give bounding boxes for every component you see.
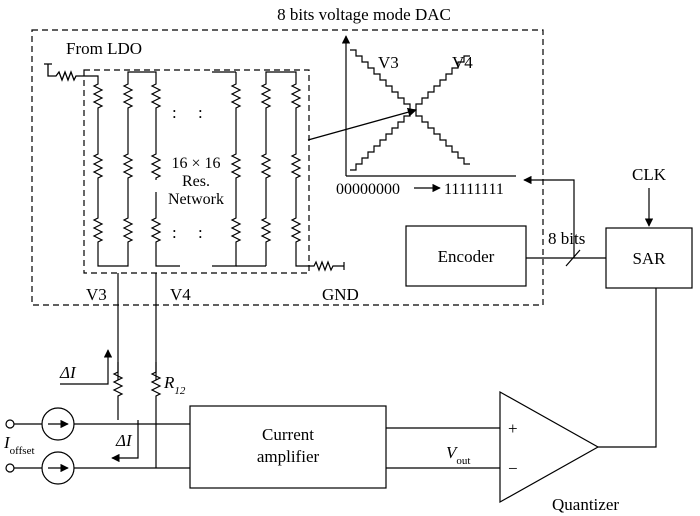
v3-tap-label: V3: [86, 285, 107, 304]
current-amplifier-block: [189, 405, 387, 489]
sar-to-dac-bus: [523, 175, 575, 258]
delta-i-top-label: ΔI: [59, 363, 77, 382]
gnd-label: GND: [322, 285, 359, 304]
resistor-array: [84, 71, 310, 267]
code-start-label: 00000000: [336, 181, 400, 198]
quantizer-triangle: [499, 390, 600, 504]
code-end-label: 11111111: [444, 181, 504, 198]
i-offset-label: Ioffset: [3, 433, 35, 457]
graph-v4-label: V4: [452, 53, 473, 72]
amplifier-output-wires: [386, 427, 500, 469]
quantizer-label: Quantizer: [552, 495, 619, 514]
quantizer-to-sar-wire: [598, 288, 657, 448]
encoder-label: Encoder: [438, 247, 495, 266]
delta-i-up-arrow: [60, 349, 113, 385]
graph-v3-label: V3: [378, 53, 399, 72]
v3-v4-transfer-graph: [341, 35, 516, 177]
r12-label: R12: [163, 373, 186, 397]
ldo-input-resistor: [44, 63, 84, 82]
r12-resistors: [112, 362, 162, 468]
resistor-network-box: [83, 69, 310, 274]
network-dots: :: [172, 103, 177, 122]
tap-lines: [117, 273, 157, 380]
quantizer-minus: −: [508, 459, 518, 478]
bus-width-label: 8 bits: [548, 229, 585, 248]
network-label-size: 16 × 16: [171, 155, 220, 172]
network-label-res: Res.: [182, 173, 210, 190]
network-label-network: Network: [168, 191, 224, 208]
v3-curve: [350, 49, 470, 165]
network-dots: :: [172, 223, 177, 242]
quantizer-plus: +: [508, 419, 518, 438]
encoder-block: [405, 225, 527, 287]
v4-curve: [350, 55, 470, 171]
sar-block: [605, 227, 693, 289]
from-ldo-label: From LDO: [66, 39, 142, 58]
network-to-graph-arrow: [307, 107, 417, 141]
dac-boundary-box: [31, 29, 544, 306]
dac-title: 8 bits voltage mode DAC: [277, 5, 451, 24]
offset-current-sources: [5, 407, 190, 485]
v4-tap-label: V4: [170, 285, 191, 304]
gnd-resistor: [310, 260, 345, 272]
sar-label: SAR: [632, 249, 666, 268]
current-amplifier-label-line2: amplifier: [257, 447, 320, 466]
network-dots: :: [198, 103, 203, 122]
delta-i-down-arrow: [111, 420, 139, 463]
clk-label: CLK: [632, 165, 667, 184]
vout-label: Vout: [446, 443, 470, 467]
bus-slash: [565, 249, 581, 267]
delta-i-bottom-label: ΔI: [115, 431, 133, 450]
current-amplifier-label-line1: Current: [262, 425, 314, 444]
network-dots: :: [198, 223, 203, 242]
